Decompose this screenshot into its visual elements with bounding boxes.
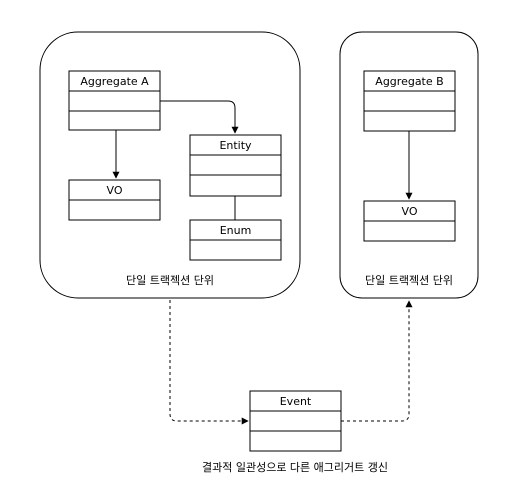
aggregate-b-class[interactable]: Aggregate B bbox=[363, 70, 456, 132]
aggregate-b-label: Aggregate B bbox=[375, 75, 443, 88]
vo-left-label: VO bbox=[107, 184, 123, 197]
vo-right-label: VO bbox=[402, 205, 418, 218]
enum-class[interactable]: Enum bbox=[189, 219, 282, 261]
left-boundary-caption: 단일 트랙젝션 단위 bbox=[126, 273, 214, 287]
right-boundary-caption: 단일 트랙젝션 단위 bbox=[365, 273, 453, 287]
event-class[interactable]: Event bbox=[249, 390, 342, 452]
aggregate-a-label: Aggregate A bbox=[80, 75, 149, 88]
entity-label: Entity bbox=[219, 139, 252, 152]
vo-right-class[interactable]: VO bbox=[363, 200, 456, 242]
aggregate-a-to-entity-arrow bbox=[160, 100, 239, 134]
enum-label: Enum bbox=[220, 224, 252, 237]
aggregate-a-class[interactable]: Aggregate A bbox=[68, 70, 161, 131]
event-label: Event bbox=[280, 395, 312, 408]
publish-event-dashed-arrow bbox=[169, 300, 249, 425]
consume-event-dashed-arrow bbox=[341, 300, 413, 422]
event-caption: 결과적 일관성으로 다른 애그리거트 갱신 bbox=[202, 460, 388, 474]
vo-left-class[interactable]: VO bbox=[68, 179, 161, 221]
entity-class[interactable]: Entity bbox=[189, 134, 282, 197]
